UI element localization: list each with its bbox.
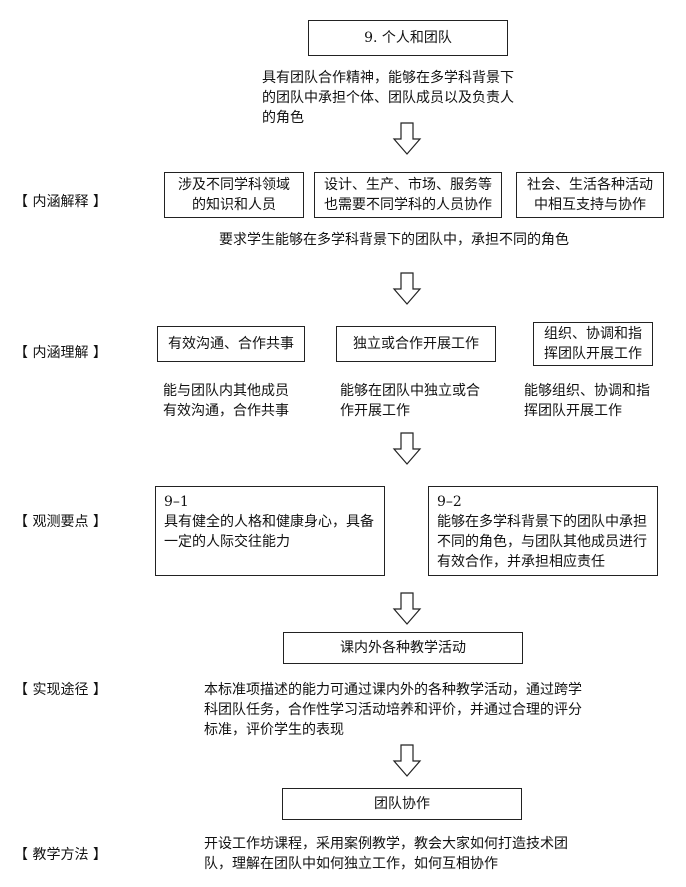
title-text: 9. 个人和团队	[364, 30, 452, 46]
down-arrow-icon	[392, 432, 422, 466]
down-arrow-icon	[392, 744, 422, 778]
box-line: 组织、协调和指	[544, 326, 642, 342]
observation-box-9-1: 9–1 具有健全的人格和健康身心，具备 一定的人际交往能力	[155, 486, 385, 576]
teaching-desc: 开设工作坊课程，采用案例教学，教会大家如何打造技术团 队，理解在团队中如何独立工…	[204, 834, 568, 874]
observation-line: 一定的人际交往能力	[164, 534, 290, 550]
desc-line: 挥团队开展工作	[524, 403, 622, 419]
approach-box: 课内外各种教学活动	[283, 632, 523, 664]
desc-line: 科团队任务，合作性学习活动培养和评价，并通过合理的评分	[204, 702, 582, 718]
box-line: 社会、生活各种活动	[527, 177, 653, 193]
desc-line: 有效沟通，合作共事	[163, 403, 289, 419]
desc-line: 能够在团队中独立或合	[340, 383, 480, 399]
understand-desc: 能够组织、协调和指 挥团队开展工作	[524, 381, 650, 421]
approach-box-label: 课内外各种教学活动	[340, 640, 466, 656]
box-line: 中相互支持与协作	[534, 197, 646, 213]
down-arrow-icon	[392, 592, 422, 626]
teaching-box: 团队协作	[282, 788, 522, 820]
intro-line: 的团队中承担个体、团队成员以及负责人	[262, 90, 514, 106]
explain-box: 社会、生活各种活动中相互支持与协作	[516, 172, 664, 218]
box-line: 也需要不同学科的人员协作	[324, 197, 492, 213]
observation-code: 9–1	[164, 494, 189, 510]
explain-box: 设计、生产、市场、服务等也需要不同学科的人员协作	[314, 172, 502, 218]
down-arrow-icon	[392, 122, 422, 156]
desc-line: 能够组织、协调和指	[524, 383, 650, 399]
approach-desc: 本标准项描述的能力可通过课内外的各种教学活动，通过跨学 科团队任务，合作性学习活…	[204, 680, 582, 740]
down-arrow-icon	[392, 272, 422, 306]
section-label-observation: 【 观测要点 】	[14, 514, 107, 530]
understand-desc: 能够在团队中独立或合 作开展工作	[340, 381, 480, 421]
box-line: 有效沟通、合作共事	[168, 336, 294, 352]
intro-text: 具有团队合作精神，能够在多学科背景下 的团队中承担个体、团队成员以及负责人 的角…	[262, 68, 514, 128]
section-label-approach: 【 实现途径 】	[14, 682, 107, 698]
desc-line: 开设工作坊课程，采用案例教学，教会大家如何打造技术团	[204, 836, 568, 852]
understand-desc: 能与团队内其他成员 有效沟通，合作共事	[163, 381, 289, 421]
observation-box-9-2: 9–2 能够在多学科背景下的团队中承担 不同的角色，与团队其他成员进行 有效合作…	[428, 486, 658, 576]
observation-line: 有效合作，并承担相应责任	[437, 554, 605, 570]
box-line: 设计、生产、市场、服务等	[324, 177, 492, 193]
intro-line: 的角色	[262, 110, 304, 126]
observation-line: 具有健全的人格和健康身心，具备	[164, 514, 374, 530]
desc-line: 本标准项描述的能力可通过课内外的各种教学活动，通过跨学	[204, 682, 582, 698]
title-box: 9. 个人和团队	[308, 20, 508, 56]
observation-line: 不同的角色，与团队其他成员进行	[437, 534, 647, 550]
section-label-teaching: 【 教学方法 】	[14, 847, 107, 863]
box-line: 挥团队开展工作	[544, 346, 642, 362]
observation-line: 能够在多学科背景下的团队中承担	[437, 514, 647, 530]
box-line: 涉及不同学科领域	[178, 177, 290, 193]
intro-line: 具有团队合作精神，能够在多学科背景下	[262, 70, 514, 86]
explain-box: 涉及不同学科领域的知识和人员	[164, 172, 304, 218]
desc-line: 标准，评价学生的表现	[204, 722, 344, 738]
section-label-connotation-explain: 【 内涵解释 】	[14, 194, 107, 210]
observation-code: 9–2	[437, 494, 462, 510]
box-line: 独立或合作开展工作	[353, 336, 479, 352]
desc-line: 队，理解在团队中如何独立工作，如何互相协作	[204, 856, 498, 872]
teaching-box-label: 团队协作	[374, 796, 430, 812]
section-label-connotation-understand: 【 内涵理解 】	[14, 345, 107, 361]
desc-line: 能与团队内其他成员	[163, 383, 289, 399]
understand-box: 有效沟通、合作共事	[157, 326, 305, 362]
understand-box: 组织、协调和指挥团队开展工作	[533, 322, 653, 366]
understand-box: 独立或合作开展工作	[336, 326, 496, 362]
explain-summary: 要求学生能够在多学科背景下的团队中，承担不同的角色	[219, 232, 569, 248]
desc-line: 作开展工作	[340, 403, 410, 419]
box-line: 的知识和人员	[192, 197, 276, 213]
